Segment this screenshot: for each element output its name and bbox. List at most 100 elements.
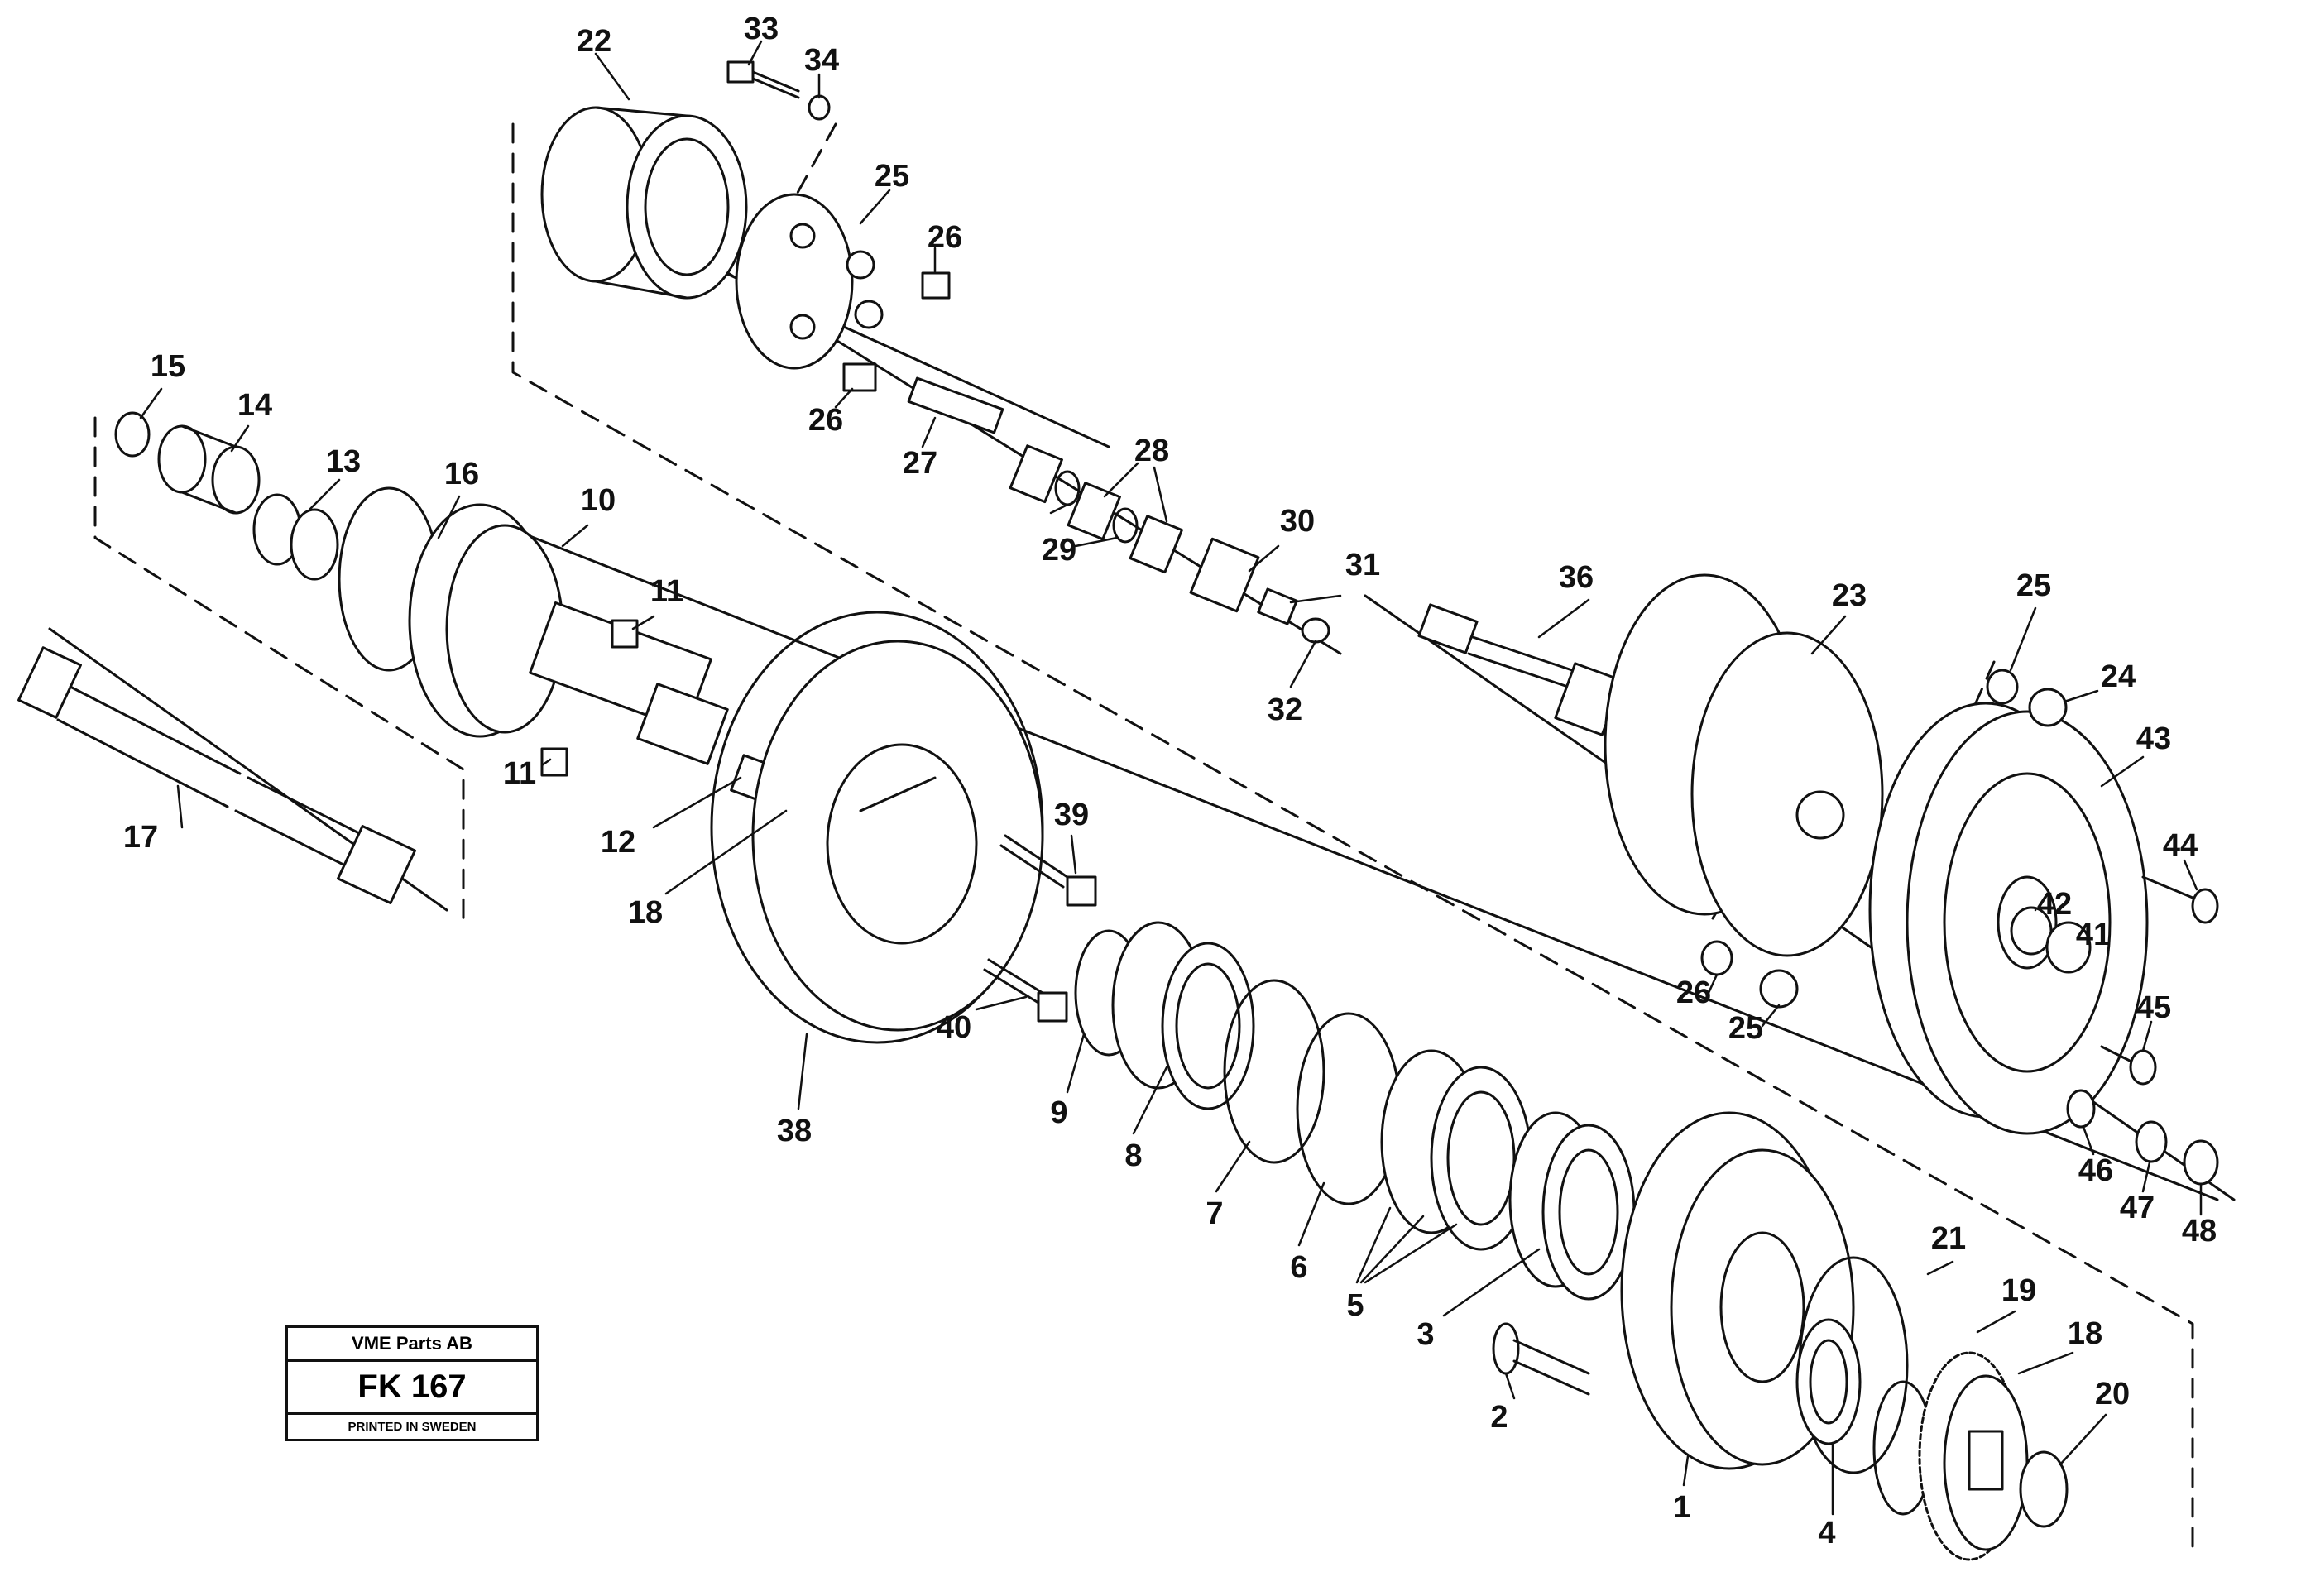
leader-20 [1976,1310,2016,1334]
bushing-part [252,493,339,581]
leader-41 [797,1033,808,1110]
pin-part [921,271,951,300]
callout-42-lower: 40 [937,1010,971,1045]
leader-6 [1297,1181,1325,1247]
callout-28: 26 [928,220,962,255]
callout-37: 34 [804,43,839,78]
leader-10 [561,524,589,548]
planet-shaft-part [907,376,1004,434]
brake-assembly-part [710,611,1044,1044]
callout-26-lower: 26 [1676,975,1711,1010]
leader-42b [975,995,1028,1011]
leader-15 [230,424,250,453]
bearing-part-5 [1380,1049,1532,1251]
screw-part-25-lower [1759,969,1799,1009]
callout-20: 19 [2001,1273,2036,1308]
callout-11-lower: 11 [503,756,536,791]
callout-36: 33 [744,12,779,46]
callout-15: 14 [237,388,272,423]
callout-31: 28 [1134,434,1169,468]
callout-44: 44 [2163,828,2198,863]
seal-part-8 [1111,921,1255,1110]
callout-16: 15 [151,349,185,384]
washer-part-26-lower [1700,940,1733,976]
screw-part [1301,617,1330,644]
sleeve-part [157,424,261,515]
leader-43 [2100,755,2145,788]
callout-1: 1 [1673,1490,1690,1525]
leader-45 [2141,1020,2153,1052]
callout-5: 5 [1346,1288,1364,1323]
callout-17: 16 [444,457,479,491]
catalog-stamp: VME Parts AB FK 167 PRINTED IN SWEDEN [285,1325,539,1441]
leader-30 [921,416,937,448]
callout-27: 25 [875,159,909,194]
leader-32a [1049,503,1069,515]
ring-gear-part [540,106,748,300]
wheel-stud-part [1492,1322,1590,1396]
leader-31a [1103,462,1139,498]
callout-39: 41 [2076,918,2111,952]
callout-46: 46 [2078,1153,2113,1188]
leader-35 [1289,640,1317,688]
callout-42-upper: 39 [1054,798,1089,832]
stamp-printed: PRINTED IN SWEDEN [348,1420,477,1434]
drive-gear-part [1918,1351,2029,1561]
leader-31b [1153,466,1168,523]
lock-nut-part [2019,1450,2069,1528]
callout-3: 3 [1417,1317,1434,1352]
leader-9 [1066,1033,1086,1094]
screw-part-25-upper [2028,688,2068,727]
ring-part-7 [1223,979,1325,1164]
callout-26-upper: 25 [2016,568,2051,603]
leader-25b [1761,1004,1781,1028]
callout-48: 48 [2182,1214,2217,1249]
leader-44 [2183,859,2198,891]
leader-36 [747,40,763,66]
leader-19 [2017,1351,2074,1375]
circlip-part [114,411,151,458]
planet-gears-part [1009,444,1183,574]
brake-bolt-part-lower [983,958,1068,1023]
callout-8: 8 [1124,1138,1142,1173]
leader-17 [437,495,461,539]
leader-23 [594,52,630,101]
leader-47 [2141,1161,2151,1193]
bearing-part-3 [1508,1111,1636,1301]
flange-shaft-part [408,503,729,765]
leader-5b [1359,1215,1425,1284]
leader-13 [664,809,788,895]
leader-11b [540,758,552,767]
callout-47: 47 [2120,1191,2155,1225]
callout-10: 10 [581,483,616,518]
leader-12 [652,776,742,829]
bearing-part-4 [1795,1318,1862,1445]
thrust-washer-part [842,362,877,392]
stamp-code: FK 167 [288,1362,536,1415]
callout-38: 36 [1559,560,1594,595]
leader-24 [1810,615,1847,655]
leader-34 [1289,594,1342,604]
callout-4: 4 [1818,1516,1835,1550]
leader-18 [176,784,184,829]
leader-26a [2009,606,2037,672]
callout-13: 18 [628,895,663,930]
leader-46 [2082,1125,2095,1156]
callout-6: 6 [1290,1250,1307,1285]
callout-11-upper: 11 [650,574,683,609]
leader-8 [1132,1066,1168,1135]
washer-part-46 [2066,1089,2096,1129]
dashed-bracket-upper [793,122,837,200]
leader-16 [139,387,163,419]
leader-42a [1070,834,1077,875]
leader-1 [1682,1455,1690,1487]
callout-21: 20 [2095,1377,2130,1411]
leader-32b [1074,536,1119,548]
callout-35: 32 [1268,693,1302,727]
callout-24: 23 [1832,578,1867,613]
leader-25a [2063,689,2099,703]
callout-14: 13 [326,444,361,479]
dowel-pin-part-upper [611,619,639,649]
